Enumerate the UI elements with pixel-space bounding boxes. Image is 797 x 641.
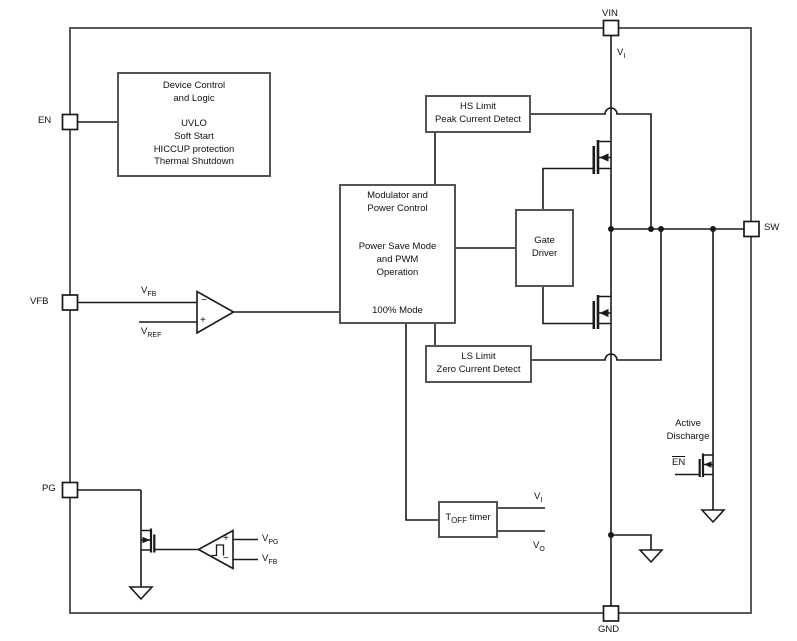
block-line: Power Control (367, 202, 428, 214)
sw-pin-square (743, 220, 760, 238)
cmp-vpg-label: VPG (262, 533, 279, 546)
sw-pin-label: SW (764, 222, 780, 233)
toff-base: T (445, 511, 452, 523)
block-line: TOFF timer (445, 512, 490, 528)
pg-ground-icon (128, 586, 154, 601)
pg-comparator-icon (196, 529, 234, 570)
vfb-pin-label: VFB (30, 296, 49, 307)
block-line: Gate (534, 235, 555, 247)
block-line: Soft Start (174, 130, 214, 142)
vin-vi-label: VI (617, 47, 626, 60)
vin-pin-label: VIN (602, 8, 618, 19)
toff-vi-label: VI (534, 491, 543, 504)
toff-rest: timer (466, 511, 491, 523)
block-line: Driver (531, 248, 558, 259)
block-line: Zero Current Detect (436, 364, 521, 375)
toff-timer-block: TOFF timer (438, 501, 498, 538)
ls-mosfet-icon (592, 295, 611, 329)
gate-driver-block: Gate Driver (515, 209, 574, 287)
toff-vo-label: VO (533, 540, 545, 553)
block-line: HS Limit (460, 101, 496, 113)
junction-dots (608, 226, 716, 538)
toff-sub: OFF (451, 515, 467, 525)
active-discharge-label: Active Discharge (666, 418, 710, 442)
pin-squares (61, 19, 760, 622)
en-pin-square (61, 113, 79, 131)
block-line: Thermal Shutdown (154, 156, 234, 168)
pg-mosfet-icon (141, 528, 156, 553)
vin-pin-square (602, 19, 620, 37)
en-bar-label: EN (672, 457, 686, 468)
error-amplifier-icon (196, 290, 236, 335)
power-ground-icon (638, 549, 664, 564)
amp-minus-sign: − (201, 295, 207, 306)
amp-plus-sign: + (200, 315, 206, 326)
modulator-block: Modulator and Power Control Power Save M… (339, 184, 456, 324)
gnd-pin-label: GND (598, 624, 620, 635)
ground-icons (128, 509, 726, 601)
active-discharge-ground-icon (700, 509, 726, 524)
pg-pin-label: PG (42, 483, 56, 494)
block-line: HICCUP protection (153, 143, 235, 155)
amp-vref-label: VREF (141, 326, 162, 339)
hysteresis-icon (211, 544, 225, 557)
hs-mosfet-icon (592, 140, 611, 174)
block-line: Device Control (162, 79, 226, 91)
gnd-pin-square (602, 605, 620, 622)
block-line: and PWM (376, 254, 419, 265)
wires (78, 35, 744, 606)
block-line: and Logic (173, 92, 215, 104)
block-line: Power Save Mode (358, 241, 437, 253)
ls-limit-block: LS Limit Zero Current Detect (425, 345, 532, 383)
cmp-minus-sign: − (223, 553, 229, 564)
block-line: UVLO (181, 118, 207, 130)
block-line: 100% Mode (372, 305, 423, 317)
vfb-pin-square (61, 294, 79, 311)
block-line: Peak Current Detect (434, 114, 522, 125)
ic-boundary (69, 27, 752, 614)
block-line: Modulator and (367, 190, 428, 202)
en-pin-label: EN (38, 115, 52, 126)
amp-vfb-label: VFB (141, 285, 157, 298)
device-control-block: Device Control and Logic UVLO Soft Start… (117, 72, 271, 177)
cmp-vfb-label: VFB (262, 553, 278, 566)
pg-pin-square (61, 481, 79, 499)
block-line: LS Limit (461, 351, 496, 363)
active-discharge-mosfet-icon (698, 453, 713, 477)
hs-limit-block: HS Limit Peak Current Detect (425, 95, 531, 133)
block-line: Operation (376, 266, 419, 278)
cmp-plus-sign: + (223, 533, 229, 544)
